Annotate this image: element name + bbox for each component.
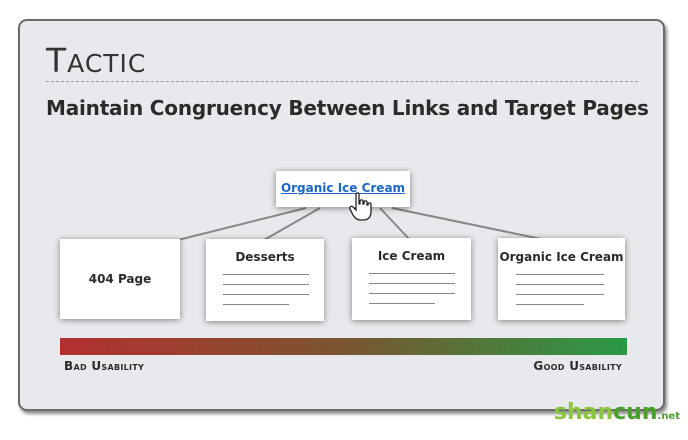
text-line — [516, 294, 604, 295]
text-line — [516, 284, 604, 285]
good-usability-label: Good Usability — [533, 359, 622, 373]
text-line — [223, 304, 289, 305]
tactic-label: TACTIC — [46, 41, 147, 80]
target-title: 404 Page — [88, 272, 152, 286]
text-line — [369, 303, 435, 304]
text-line — [223, 284, 309, 285]
connector-organic — [391, 207, 547, 241]
target-box-desserts: Desserts — [206, 239, 324, 321]
target-box-ice-cream: Ice Cream — [352, 238, 471, 320]
target-box-404: 404 Page — [60, 239, 180, 319]
connector-ice-cream — [379, 207, 411, 241]
text-line — [223, 294, 309, 295]
watermark-logo: shancun.net — [553, 400, 680, 425]
target-title: Desserts — [235, 250, 295, 264]
text-line — [369, 293, 455, 294]
target-title: Ice Cream — [377, 249, 446, 263]
target-title: Organic Ice Cream — [499, 250, 624, 264]
text-line — [369, 283, 455, 284]
text-line — [516, 274, 604, 275]
source-link-box: Organic Ice Cream — [276, 171, 410, 207]
headline: Maintain Congruency Between Links and Ta… — [46, 96, 649, 120]
dashed-divider — [46, 81, 638, 82]
connector-404 — [177, 207, 307, 241]
target-box-organic-ice-cream: Organic Ice Cream — [498, 238, 625, 320]
usability-gradient-bar — [60, 338, 627, 355]
text-line — [369, 273, 455, 274]
text-line — [223, 274, 309, 275]
hand-pointer-icon — [349, 192, 372, 221]
bad-usability-label: Bad Usability — [64, 359, 145, 373]
connector-desserts — [263, 207, 321, 241]
source-link[interactable]: Organic Ice Cream — [280, 181, 406, 195]
text-line — [516, 304, 584, 305]
